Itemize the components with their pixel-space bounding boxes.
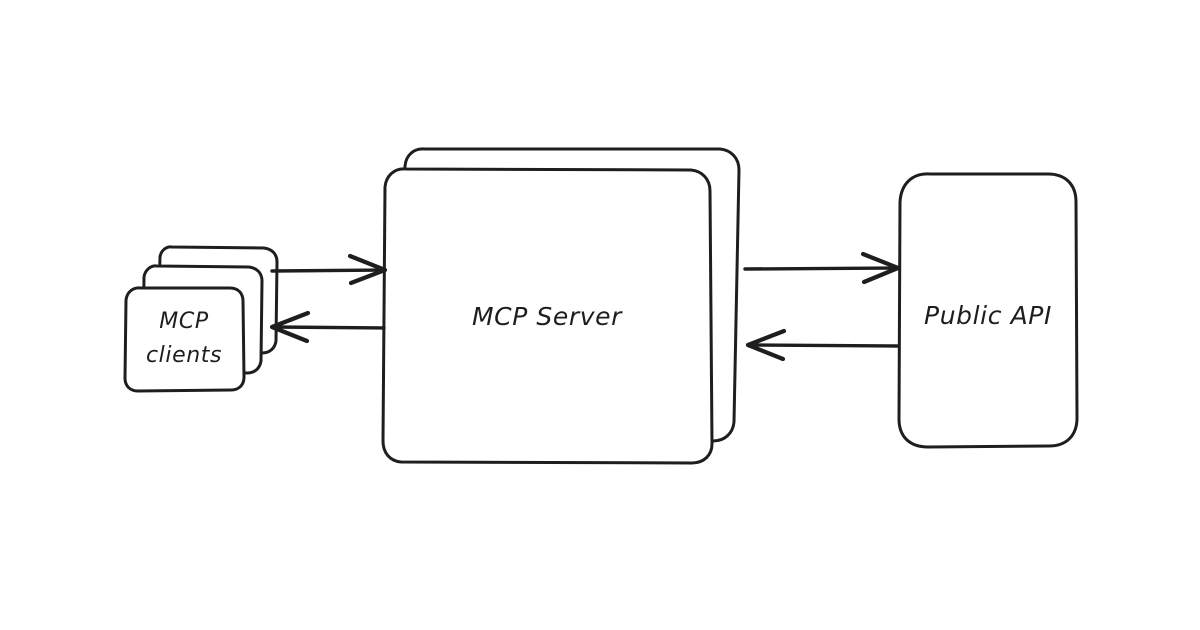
edge-server-to-clients-arrowhead bbox=[269, 310, 311, 344]
mcp-clients-card-front bbox=[123, 286, 246, 393]
edge-server-to-api[interactable] bbox=[743, 251, 901, 285]
edge-api-to-server-arrowhead bbox=[745, 328, 787, 362]
edge-server-to-api-line bbox=[743, 266, 899, 271]
edge-api-to-server-line bbox=[748, 343, 899, 348]
mcp-clients-label-line2: clients bbox=[146, 343, 222, 368]
edge-server-to-clients[interactable] bbox=[269, 310, 386, 344]
node-public-api[interactable]: Public API bbox=[897, 172, 1079, 449]
edge-clients-to-server[interactable] bbox=[270, 253, 388, 286]
mcp-server-label: MCP Server bbox=[472, 302, 623, 331]
public-api-label: Public API bbox=[924, 301, 1052, 330]
edge-server-to-api-arrowhead bbox=[860, 251, 901, 285]
edge-server-to-clients-line bbox=[272, 325, 386, 330]
node-mcp-server[interactable]: MCP Server bbox=[381, 147, 741, 465]
edge-api-to-server[interactable] bbox=[745, 328, 899, 362]
public-api-card bbox=[897, 172, 1079, 449]
mcp-clients-label-line1: MCP bbox=[159, 309, 209, 334]
edge-clients-to-server-arrowhead bbox=[347, 253, 388, 286]
node-mcp-clients[interactable]: MCP clients bbox=[123, 245, 279, 393]
edge-clients-to-server-line bbox=[270, 268, 386, 273]
mcp-server-panel-front bbox=[381, 167, 714, 465]
